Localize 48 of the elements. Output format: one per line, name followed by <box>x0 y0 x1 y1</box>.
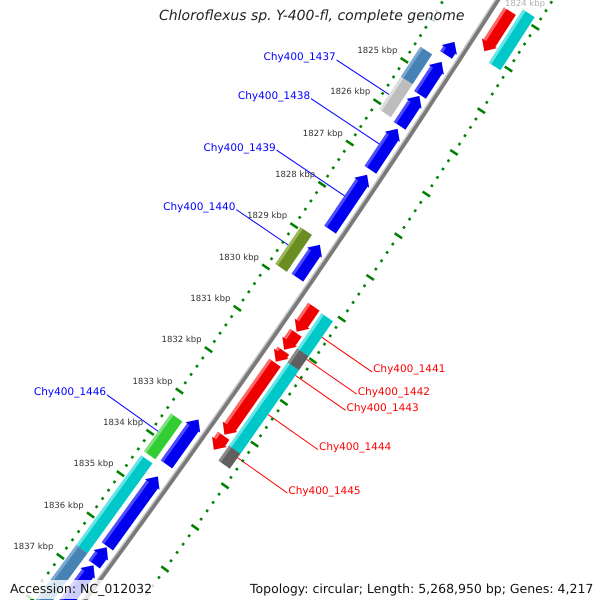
leader-line <box>336 59 390 96</box>
gene-feature <box>488 10 535 70</box>
gene-feature <box>294 302 320 332</box>
scale-label: 1834 kbp <box>103 418 144 428</box>
scale-label: 1835 kbp <box>73 460 114 469</box>
scale-label: 1829 kbp <box>247 212 288 221</box>
scale-label: 1833 kbp <box>132 378 173 386</box>
gene-label: Chy400_1438 <box>238 91 310 102</box>
gene-feature <box>218 446 240 469</box>
scale-label: 1827 kbp <box>302 130 343 138</box>
gene-feature <box>160 420 200 468</box>
leader-line <box>321 336 373 372</box>
leader-line <box>106 394 159 432</box>
gene-feature <box>212 432 230 450</box>
gene-label: Chy400_1442 <box>358 386 430 398</box>
gene-feature <box>292 244 322 282</box>
gene-feature <box>364 128 400 174</box>
scale-label: 1828 kbp <box>275 170 316 180</box>
gene-feature <box>282 328 302 350</box>
scale-label: 1837 kbp <box>13 542 54 552</box>
leader-line <box>237 457 288 494</box>
gene-label: Chy400_1437 <box>263 52 336 63</box>
leader-line <box>268 414 318 450</box>
gene-feature <box>400 46 432 84</box>
scale-label: 1825 kbp <box>357 46 398 56</box>
gene-feature <box>440 42 457 59</box>
gene-label: Chy400_1445 <box>288 486 361 496</box>
scale-label: 1831 kbp <box>190 294 230 304</box>
gene-feature <box>222 358 281 435</box>
gene-feature <box>324 174 370 234</box>
gene-label: Chy400_1441 <box>373 364 446 375</box>
scale-label: 1832 kbp <box>162 336 202 345</box>
scale-label: 1826 kbp <box>330 88 370 97</box>
scale-label: 1830 kbp <box>218 254 259 262</box>
leader-line <box>294 374 346 411</box>
gene-label: Chy400_1443 <box>346 402 419 414</box>
leader-line <box>236 209 289 246</box>
gene-feature <box>88 547 108 568</box>
gene-feature <box>274 346 290 362</box>
gene-label: Chy400_1440 <box>163 202 236 212</box>
leader-line <box>276 150 345 196</box>
gene-feature <box>394 96 422 130</box>
gene-label: Chy400_1446 <box>34 387 106 398</box>
gene-label: Chy400_1444 <box>318 442 392 453</box>
gene-label: Chy400_1439 <box>203 142 276 154</box>
leader-line <box>306 358 358 395</box>
leader-line <box>310 98 380 144</box>
scale-label: 1836 kbp <box>44 502 84 510</box>
